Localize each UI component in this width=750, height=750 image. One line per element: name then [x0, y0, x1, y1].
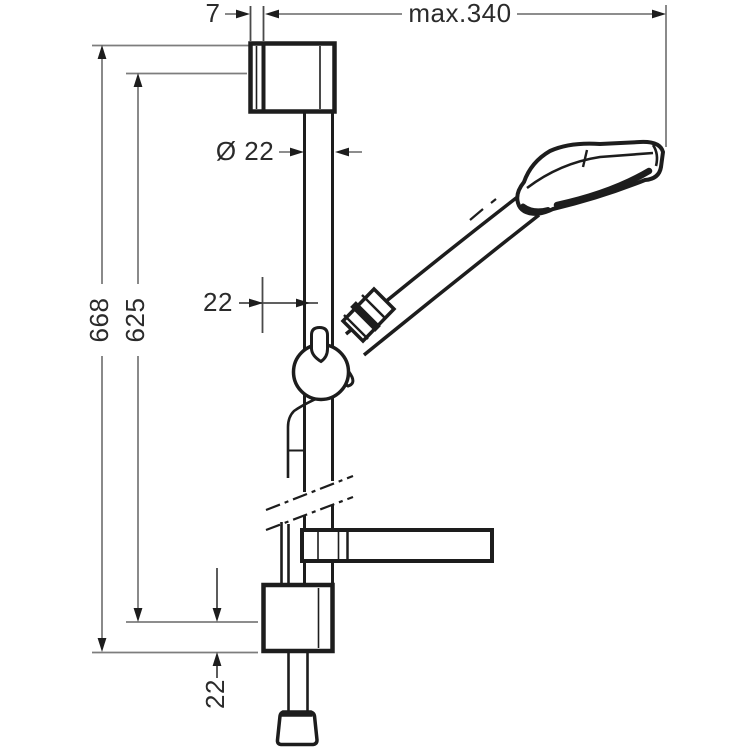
spray-face-shadow: [520, 203, 551, 214]
break-line-upper: [265, 474, 354, 512]
arrow-668-top: [97, 45, 107, 59]
dim-label-bar-diameter: Ø 22: [215, 136, 275, 166]
bottom-bracket-body: [261, 582, 335, 654]
soap-dish: [300, 528, 494, 563]
dim-label-slider-depth: 22: [203, 287, 233, 317]
handle-lower-edge: [362, 213, 541, 357]
hose-lower-segment: [280, 522, 290, 583]
arrow-7: [236, 9, 250, 19]
wall-bracket-top: [248, 41, 337, 114]
arrow-668-bottom: [97, 638, 107, 652]
dim-label-bar-height: 625: [120, 297, 150, 343]
dim-label-wall-offset: 7: [205, 0, 221, 28]
dim-label-total-height: 668: [84, 297, 114, 343]
shower-rail: [303, 113, 334, 584]
hose-connector: [275, 710, 319, 747]
dim-label-max-width: max.340: [408, 0, 512, 28]
handle-fill: [346, 195, 539, 355]
soap-dish-body: [300, 528, 494, 563]
arrow-bottom22-bottom: [212, 652, 222, 666]
grip-ring-lower: [343, 314, 369, 340]
soap-dish-clamp-lines: [317, 532, 340, 559]
break-line-lower: [265, 495, 354, 532]
holder-release-knob: [310, 325, 329, 364]
arrow-diameter-left: [290, 147, 304, 157]
grip-band-dark: [350, 301, 381, 332]
hand-shower-handle: [340, 193, 541, 357]
grip-ring-upper: [361, 294, 387, 320]
wall-bracket-bottom: [261, 582, 335, 654]
dimension-lines: [92, 5, 667, 654]
hand-shower-head: [515, 139, 666, 217]
slider-holder: [291, 325, 355, 402]
arrow-max340-left: [265, 9, 279, 19]
ext-lines-7: [249, 6, 265, 41]
arrow-max340-right: [652, 9, 666, 19]
head-bottom-shadow: [553, 167, 653, 209]
outlet-tube: [287, 653, 309, 713]
head-divider-line: [581, 149, 589, 168]
break-lines: [265, 474, 354, 532]
arrow-bottom22-top: [212, 608, 222, 622]
head-top-strip-line: [526, 151, 654, 190]
arrow-625-top: [133, 73, 143, 87]
dim-label-bottom-depth: 22: [200, 679, 230, 709]
handle-highlight-dashes: [469, 198, 497, 221]
hose-outlet: [275, 653, 319, 747]
arrow-625-bottom: [133, 608, 143, 622]
head-outline: [515, 139, 666, 217]
arrow-mid22-left: [249, 298, 263, 308]
head-end-cap-line: [651, 144, 659, 167]
arrow-diameter-right: [335, 147, 349, 157]
